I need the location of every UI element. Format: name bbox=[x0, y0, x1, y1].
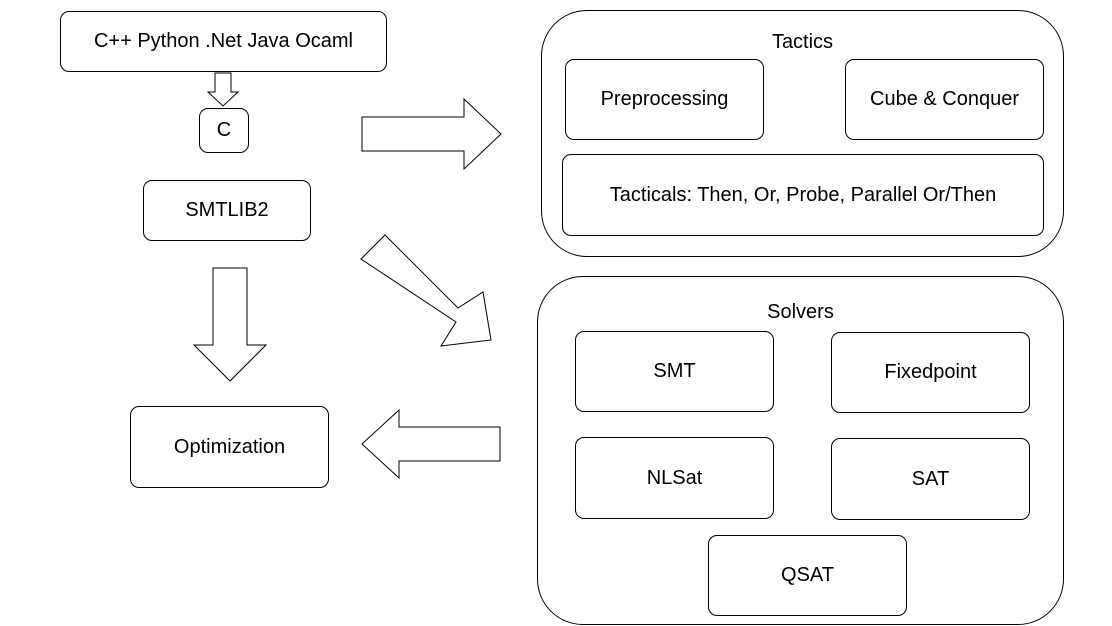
qsat-box: QSAT bbox=[708, 535, 907, 616]
smt-box: SMT bbox=[575, 331, 774, 412]
fixedpoint-label: Fixedpoint bbox=[884, 361, 977, 383]
preprocessing-label: Preprocessing bbox=[600, 88, 729, 110]
c-api-label: C bbox=[216, 119, 232, 141]
qsat-label: QSAT bbox=[781, 564, 834, 586]
arrow-to-tactics bbox=[361, 97, 502, 171]
tactics-title: Tactics bbox=[771, 31, 834, 53]
cube-conquer-box: Cube & Conquer bbox=[845, 59, 1044, 140]
sat-label: SAT bbox=[911, 467, 950, 490]
arrow-smtlib-to-optimization bbox=[192, 267, 268, 382]
optimization-box: Optimization bbox=[130, 406, 329, 488]
sat-box: SAT bbox=[831, 438, 1030, 520]
smtlib-box: SMTLIB2 bbox=[143, 180, 311, 241]
arrow-languages-to-c bbox=[206, 72, 240, 107]
tacticals-label: Tacticals: Then, Or, Probe, Parallel Or/… bbox=[609, 183, 997, 206]
fixedpoint-box: Fixedpoint bbox=[831, 332, 1030, 413]
optimization-label: Optimization bbox=[173, 435, 286, 458]
c-api-box: C bbox=[199, 108, 249, 153]
arrow-to-solvers bbox=[360, 234, 492, 347]
cube-conquer-label: Cube & Conquer bbox=[870, 88, 1019, 110]
arrow-solvers-to-optimization bbox=[361, 408, 501, 480]
tacticals-box: Tacticals: Then, Or, Probe, Parallel Or/… bbox=[562, 154, 1044, 236]
languages-box: C++ Python .Net Java Ocaml bbox=[60, 11, 387, 72]
nlsat-box: NLSat bbox=[575, 437, 774, 519]
languages-label: C++ Python .Net Java Ocaml bbox=[93, 30, 353, 52]
nlsat-label: NLSat bbox=[646, 466, 703, 489]
solvers-title: Solvers bbox=[767, 301, 834, 323]
smtlib-label: SMTLIB2 bbox=[185, 199, 269, 221]
preprocessing-box: Preprocessing bbox=[565, 59, 764, 140]
smt-label: SMT bbox=[653, 360, 696, 382]
